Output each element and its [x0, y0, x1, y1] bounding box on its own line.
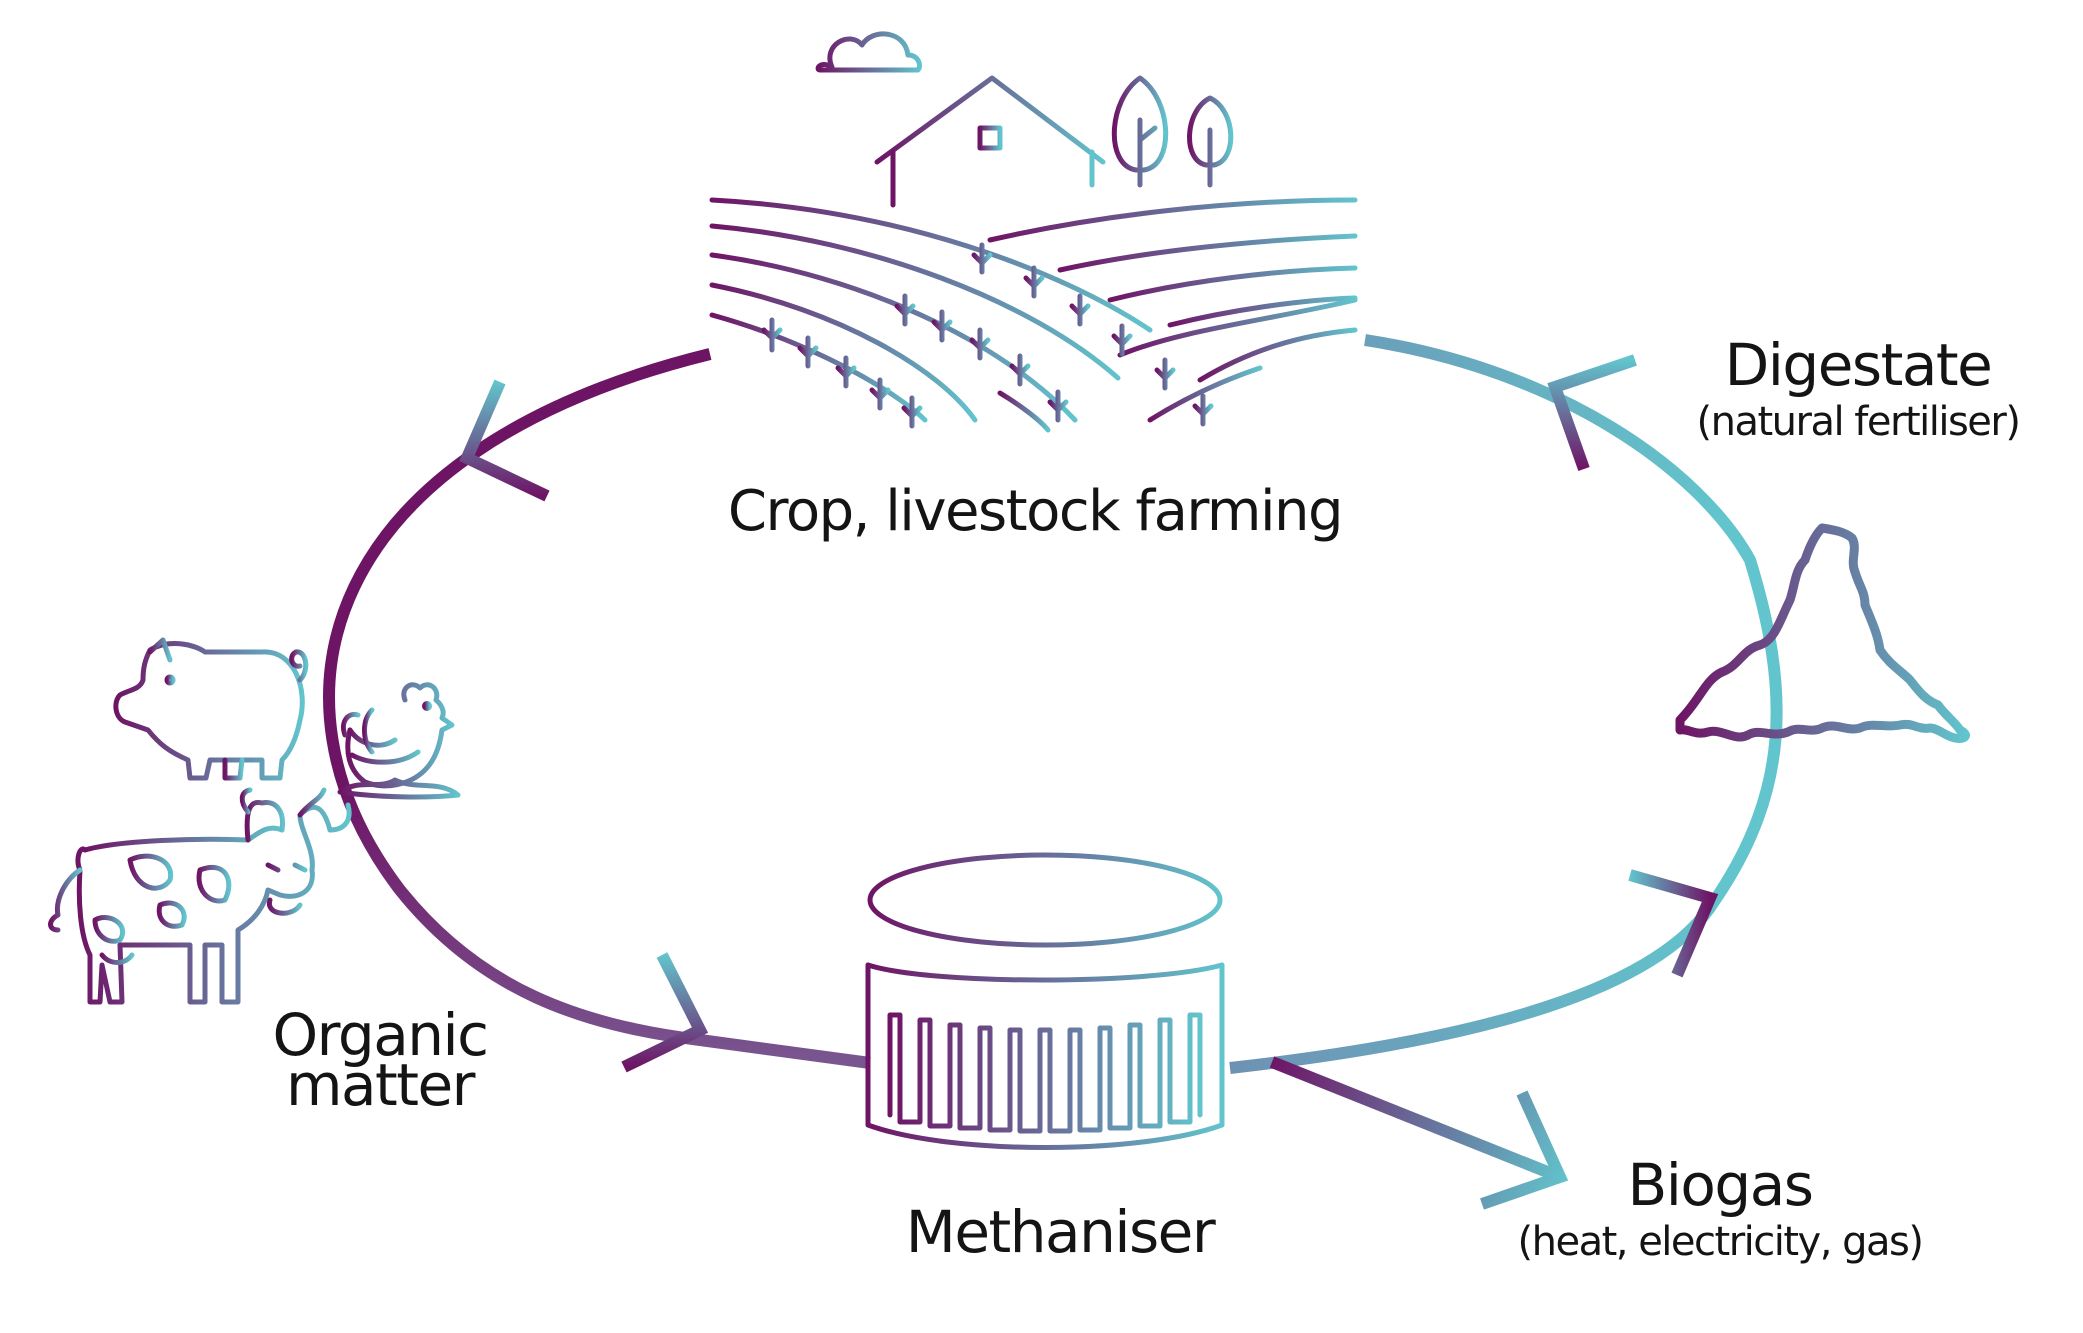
- cow-icon: [48, 787, 352, 1005]
- fertiliser-heap-icon: [1675, 523, 1970, 743]
- arrowhead-bottom-left: [621, 952, 709, 1073]
- label-digestate-sub: (natural fertiliser): [1697, 399, 2020, 445]
- cycle-arc-bottom-right: [1229, 334, 1783, 1074]
- label-digestate-title: Digestate: [1725, 331, 1992, 399]
- label-organic-line1: Organic: [272, 1001, 487, 1069]
- crop-sprouts: [761, 242, 1214, 429]
- cycle-arc-left: [323, 348, 871, 1069]
- label-methaniser: Methaniser: [906, 1198, 1216, 1266]
- cycle-arc-top-right-segment: [1368, 340, 1660, 470]
- biogas-arrow-shaft: [1269, 1056, 1563, 1183]
- arrowhead-right-upper: [1547, 354, 1637, 472]
- digester-tank-icon: [865, 852, 1225, 1150]
- arrowhead-biogas: [1480, 1090, 1569, 1210]
- label-biogas-sub: (heat, electricity, gas): [1518, 1219, 1923, 1265]
- farm-landscape-icon: [709, 31, 1358, 433]
- arrowhead-left-top: [459, 379, 550, 502]
- label-biogas-title: Biogas: [1628, 1151, 1813, 1219]
- pig-icon: [113, 637, 309, 781]
- labels: Crop, livestock farming Digestate (natur…: [272, 331, 2021, 1266]
- arrowhead-right-lower: [1628, 869, 1719, 978]
- rooster-icon: [337, 682, 461, 800]
- cycle-arrows: [323, 334, 1783, 1074]
- label-organic-line2: matter: [286, 1051, 476, 1119]
- arrowheads: [459, 354, 1719, 1210]
- label-farming: Crop, livestock farming: [728, 479, 1342, 544]
